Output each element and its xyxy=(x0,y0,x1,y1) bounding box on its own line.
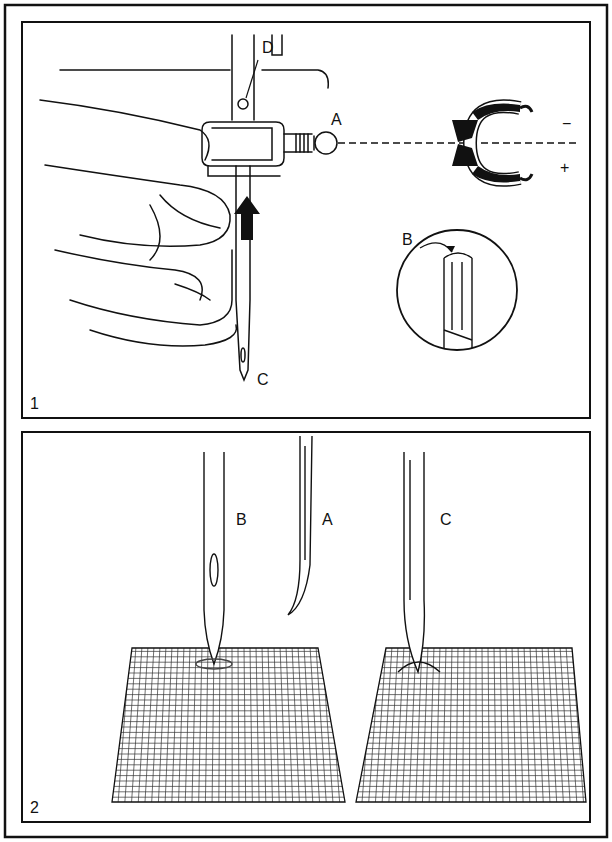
callout-letter: B xyxy=(402,232,413,248)
panel-number: 1 xyxy=(30,396,39,412)
needle-bent xyxy=(288,436,312,615)
callout-letter: C xyxy=(440,512,452,528)
callout-letter: B xyxy=(236,512,247,528)
rotation-arrows xyxy=(452,104,532,183)
fabric xyxy=(60,646,400,804)
callout-letter: D xyxy=(262,40,274,56)
panel-frame xyxy=(22,22,590,418)
callout-letter: A xyxy=(331,112,342,128)
machine-head xyxy=(40,35,337,380)
push-arrow xyxy=(234,196,260,240)
needle-straight xyxy=(196,452,232,669)
callout-letter: A xyxy=(322,512,333,528)
axis-line xyxy=(338,142,578,143)
direction-sign: + xyxy=(560,160,569,176)
panel-frame xyxy=(22,432,590,822)
leader-line xyxy=(246,60,258,98)
panel-number: 2 xyxy=(30,800,39,816)
callout-letter: C xyxy=(257,372,269,388)
direction-sign: − xyxy=(562,116,571,132)
fabric xyxy=(310,646,612,804)
needle-blunt xyxy=(398,452,440,672)
shank-inset xyxy=(397,230,517,360)
outer-frame xyxy=(5,5,607,837)
